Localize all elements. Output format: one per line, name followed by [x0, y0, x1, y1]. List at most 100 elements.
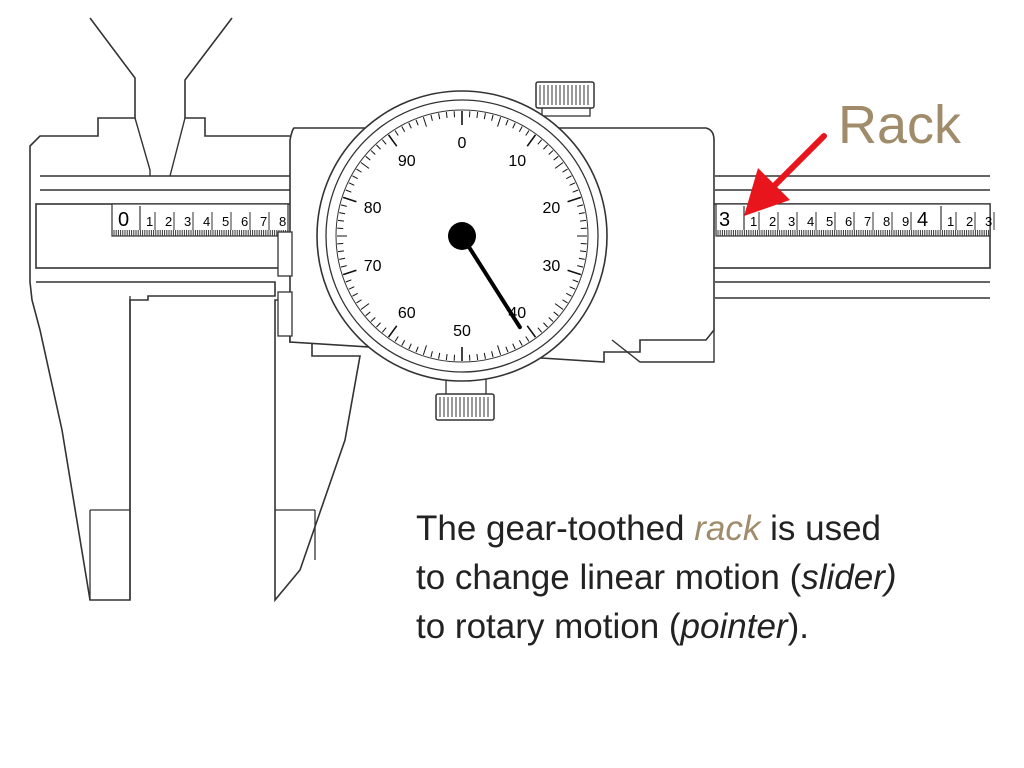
scale-minor-label: 2: [165, 214, 172, 229]
dial-label: 80: [364, 200, 382, 217]
dial-tick: [348, 286, 355, 290]
dial-tick: [512, 122, 516, 129]
dial-tick: [569, 182, 576, 186]
dial-tick: [578, 212, 585, 215]
caption-line-2: to change linear motion (slider): [416, 558, 897, 597]
dial-label: 50: [453, 323, 471, 340]
scale-minor-label: 8: [279, 214, 286, 229]
thumb-roller[interactable]: [435, 375, 495, 421]
scale-minor-label: 4: [807, 214, 814, 229]
dial-tick: [483, 113, 486, 120]
scale-ticks-right: [717, 230, 990, 236]
dial-tick: [505, 346, 509, 353]
scale-minor-label: 8: [883, 214, 890, 229]
dial-tick: [337, 219, 345, 222]
caption-line-3: to rotary motion (pointer).: [416, 607, 809, 646]
dial-tick: [387, 325, 398, 338]
dial-tick: [430, 114, 433, 121]
top-lock-knob[interactable]: [535, 81, 595, 117]
dial-tick: [352, 292, 358, 297]
dial-tick: [554, 162, 564, 169]
scale-minor-label: 4: [203, 214, 210, 229]
dial-label: 30: [543, 258, 561, 275]
scale-minor-label: 1: [947, 214, 954, 229]
dial-tick: [569, 286, 576, 290]
dial-tick: [579, 219, 587, 222]
dial-tick: [548, 317, 554, 322]
dial-tick: [553, 311, 559, 317]
dial-tick: [518, 340, 523, 346]
caption: The gear-toothed rack is used to change …: [416, 504, 1016, 651]
dial-tick: [422, 116, 427, 127]
scale-minor-label: 5: [222, 214, 229, 229]
dial-tick: [401, 340, 406, 346]
dial-tick: [566, 175, 572, 180]
dial-tick: [526, 325, 537, 338]
dial-tick: [339, 257, 346, 260]
dial-tick: [491, 351, 494, 358]
dial-tick: [537, 139, 543, 145]
upper-jaw-right: [184, 17, 290, 137]
dial-label: 60: [398, 305, 416, 322]
dial-tick: [562, 299, 568, 304]
scale-left-main: 0: [118, 209, 129, 231]
dial-tick: [345, 189, 352, 193]
caption-rack-word: rack: [694, 509, 761, 548]
scale-minor-label: 3: [184, 214, 191, 229]
dial-tick: [476, 111, 479, 119]
dial-tick: [554, 303, 564, 310]
dial-tick: [430, 351, 433, 358]
dial-label: 70: [364, 258, 382, 275]
dial-tick: [365, 155, 371, 161]
scale-right-main-a: 3: [719, 209, 730, 231]
dial-tick: [415, 346, 419, 353]
dial-hub: [448, 222, 476, 250]
dial-tick: [376, 322, 381, 328]
dial-tick: [387, 134, 398, 147]
scale-minor-label: 1: [750, 214, 757, 229]
dial-tick: [567, 269, 582, 276]
dial-tick: [370, 317, 376, 322]
dial-tick: [577, 204, 584, 207]
dial-tick: [567, 196, 582, 203]
jaw-inner-lines: [40, 117, 290, 191]
dial-tick: [415, 119, 419, 126]
dial-tick: [497, 116, 502, 127]
dial-tick: [408, 343, 412, 350]
dial-tick: [352, 175, 358, 180]
slider-clamp-lower: [277, 291, 293, 337]
scale-minor-label: 3: [788, 214, 795, 229]
dial-tick: [537, 327, 543, 333]
dial-tick: [376, 144, 381, 150]
dial-tick: [345, 279, 352, 283]
dial-tick: [394, 130, 399, 136]
dial-tick: [339, 212, 346, 215]
scale-minor-label: 6: [845, 214, 852, 229]
dial-tick: [381, 327, 387, 333]
dial-tick: [548, 150, 554, 155]
upper-jaws: [29, 17, 276, 601]
scale-right-main-b: 4: [917, 209, 928, 231]
rack-arrow: [744, 133, 827, 216]
dial-tick: [365, 311, 371, 317]
dial-tick: [401, 126, 406, 132]
dial-tick: [543, 322, 548, 328]
dial-tick: [370, 150, 376, 155]
dial-tick: [381, 139, 387, 145]
dial-tick: [525, 336, 530, 342]
scale-minor-label: 5: [826, 214, 833, 229]
dial-tick: [342, 196, 357, 203]
dial-tick: [356, 299, 362, 304]
scale-ticks-left: [113, 230, 289, 236]
dial-tick: [579, 250, 587, 253]
dial-tick: [342, 269, 357, 276]
dial-tick: [553, 155, 559, 161]
beam-rails: [715, 175, 990, 299]
dial-tick: [438, 352, 441, 359]
dial-label: 90: [398, 153, 416, 170]
